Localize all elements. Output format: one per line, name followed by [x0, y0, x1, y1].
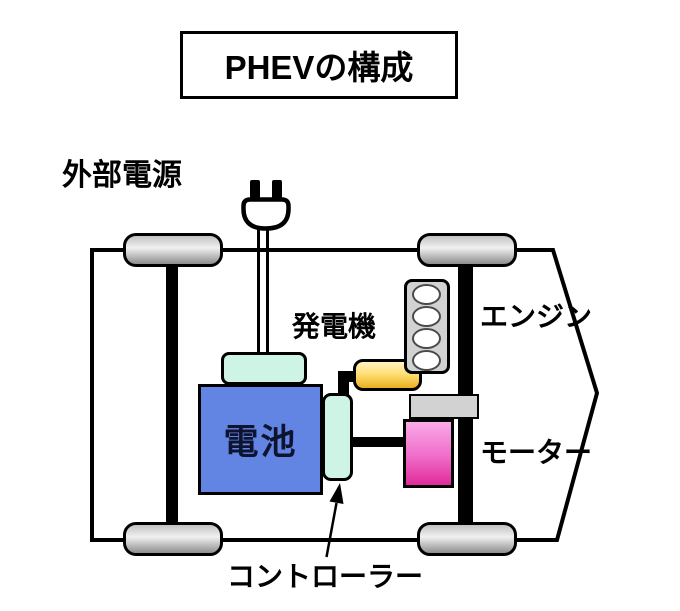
- wheel-front-right: [417, 522, 517, 556]
- external-power-label: 外部電源: [62, 159, 182, 192]
- rear-axle: [166, 252, 178, 538]
- controller-pointer-arrow: [325, 483, 344, 558]
- motor-label: モーター: [480, 437, 593, 468]
- power-plug-icon: [241, 180, 291, 231]
- controller-motor-connector: [352, 437, 404, 447]
- battery-label: 電池: [223, 423, 298, 462]
- charging-cable: [266, 226, 269, 354]
- generator-controller-connector: [338, 371, 349, 395]
- engine-cylinder: [412, 328, 441, 349]
- engine-box: [404, 279, 450, 374]
- generator-controller-connector: [338, 371, 357, 382]
- engine-cylinder: [412, 350, 441, 371]
- engine-cylinder: [412, 284, 441, 305]
- wheel-rear-right: [123, 522, 223, 556]
- engine-cylinder: [412, 306, 441, 327]
- wheel-front-left: [417, 233, 517, 267]
- charger-box: [221, 352, 307, 385]
- wheel-rear-left: [123, 233, 223, 267]
- diagram-title-text: PHEVの構成: [224, 49, 414, 86]
- diagram-title: PHEVの構成: [180, 31, 458, 99]
- controller-box: [322, 393, 353, 481]
- generator-label: 発電機: [292, 311, 377, 342]
- engine-label: エンジン: [480, 301, 593, 332]
- charging-cable: [257, 226, 260, 354]
- controller-label: コントローラー: [227, 561, 424, 592]
- motor-box: [403, 419, 454, 488]
- transmission-box: [409, 394, 479, 419]
- battery-box: 電池: [198, 384, 323, 495]
